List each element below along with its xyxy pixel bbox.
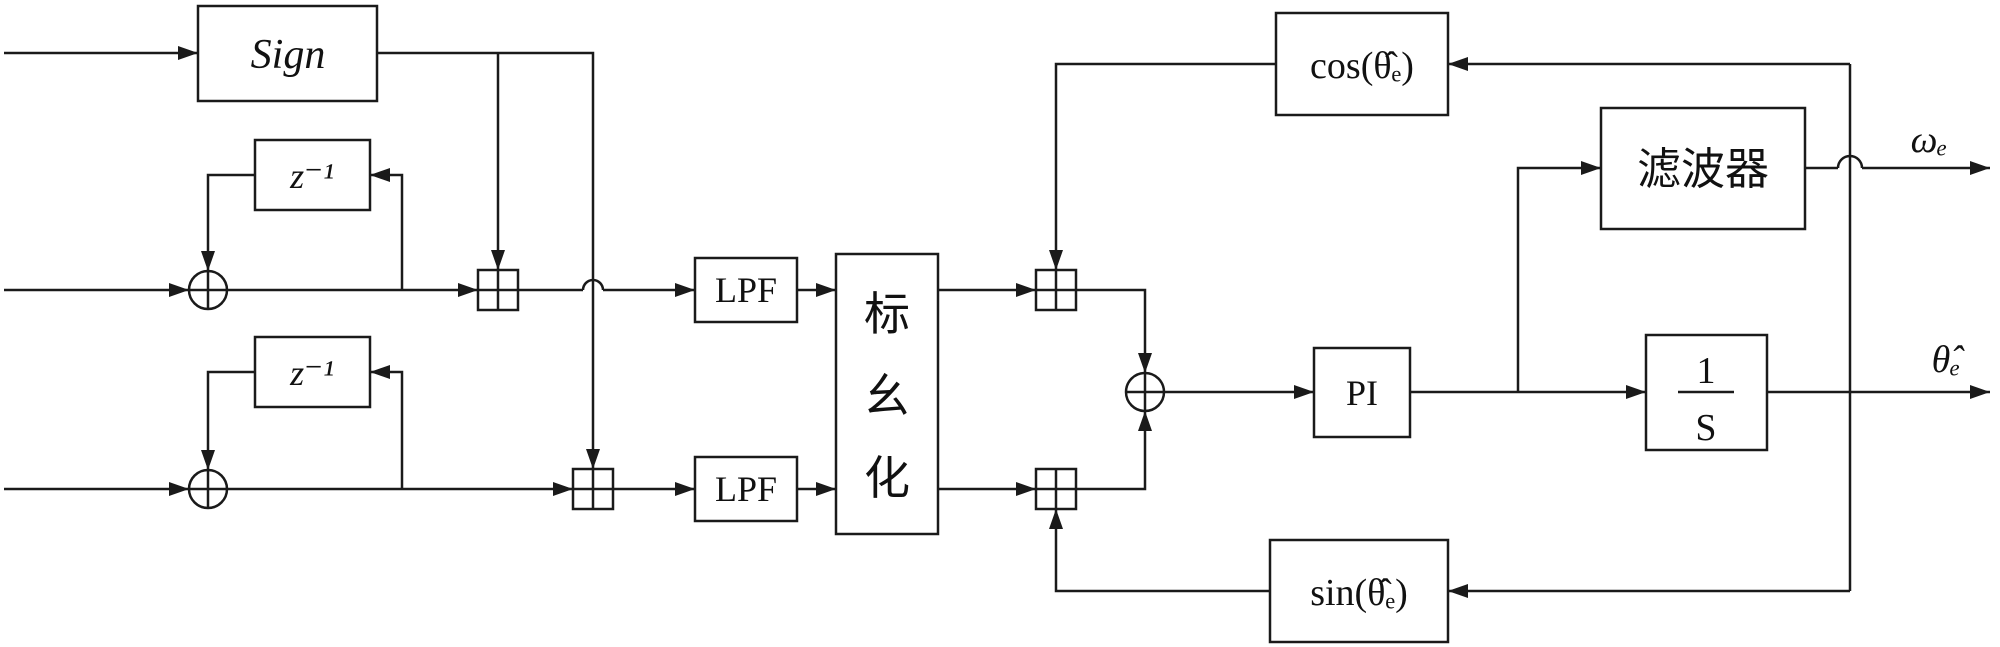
wire-acc-bottom-feedback-out	[206, 370, 255, 470]
arrow-cos-into-mult	[1049, 250, 1063, 270]
multiplier-bottom-left	[571, 467, 615, 511]
wire-branch-to-filter	[1516, 166, 1601, 392]
arrow-into-sum-bottom-left	[169, 482, 189, 496]
arrow-delay-top-to-sum	[201, 251, 215, 271]
arrowheads	[169, 46, 1990, 598]
arrow-theta-output	[1970, 385, 1990, 399]
wire-sin-out	[1054, 509, 1270, 593]
integrator-fraction: 1 S	[1678, 350, 1734, 449]
crossover-hop-top	[581, 278, 605, 291]
wire-mult-tr-to-sum	[1076, 288, 1147, 373]
arrow-into-pi	[1294, 385, 1314, 399]
arrow-sign-into-mult-bottom	[586, 449, 600, 469]
delay-bottom-block	[253, 335, 372, 409]
sin-label: sin(θ̂ₑ)	[1310, 572, 1408, 614]
sin-block	[1268, 538, 1450, 644]
wire-cos-out	[1054, 62, 1276, 270]
arrow-into-normalize-bottom	[816, 482, 836, 496]
arrow-into-mult-bottom-left	[553, 482, 573, 496]
filter-label: 滤波器	[1637, 145, 1769, 194]
arrow-into-mult-top-left	[458, 283, 478, 297]
pi-block	[1312, 346, 1412, 439]
arrow-sin-into-mult	[1049, 509, 1063, 529]
arrow-into-sum-top-left	[169, 283, 189, 297]
delay-top-block	[253, 138, 372, 212]
multiplier-bottom-right	[1034, 467, 1078, 511]
arrow-delay-bottom-to-sum	[201, 450, 215, 470]
delay-top-label: z⁻¹	[289, 156, 334, 196]
normalize-label-line3: 化	[864, 452, 910, 504]
arrow-into-filter	[1581, 161, 1601, 175]
cos-label: cos(θ̂ₑ)	[1310, 45, 1414, 87]
wire-acc-bottom-feedback-in	[370, 370, 404, 489]
arrow-into-normalize-top	[816, 283, 836, 297]
normalize-label-line1: 标	[864, 288, 910, 340]
arrow-into-sin	[1448, 584, 1468, 598]
sum-junction-error	[1124, 371, 1166, 413]
delay-bottom-label: z⁻¹	[289, 353, 334, 393]
multiplier-top-right	[1034, 268, 1078, 312]
lpf-bottom-block	[693, 455, 799, 523]
arrow-into-sign	[178, 46, 198, 60]
omega-output-label: ωₑ	[1911, 119, 1948, 161]
multiplier-top-left	[476, 268, 520, 312]
integrator-denominator: S	[1695, 407, 1716, 449]
wire-sign-output	[377, 51, 595, 469]
wire-mult-br-to-sum	[1076, 411, 1147, 491]
lpf-top-block	[693, 256, 799, 324]
arrow-sign-into-mult-top	[491, 250, 505, 270]
wire-acc-top-feedback-out	[206, 173, 255, 271]
sum-junction-top-left	[187, 269, 229, 311]
arrow-into-delay-bottom	[370, 365, 390, 379]
arrow-into-mult-top-right	[1016, 283, 1036, 297]
normalize-block	[834, 252, 940, 536]
sign-block	[196, 4, 379, 103]
lpf-top-label: LPF	[715, 270, 777, 310]
arrow-into-lpf-bottom	[675, 482, 695, 496]
sum-junction-bottom-left	[187, 468, 229, 510]
pi-label: PI	[1346, 373, 1378, 413]
arrow-into-cos	[1448, 57, 1468, 71]
arrow-into-delay-top	[370, 168, 390, 182]
arrow-into-lpf-top	[675, 283, 695, 297]
filter-block	[1599, 106, 1807, 231]
normalize-label-line2: 幺	[864, 370, 910, 422]
theta-output-label: θ̂ₑ	[1932, 339, 1966, 381]
arrow-into-mult-bottom-right	[1016, 482, 1036, 496]
integrator-numerator: 1	[1697, 350, 1716, 392]
arrow-mult-tr-into-sum	[1138, 353, 1152, 373]
lpf-bottom-label: LPF	[715, 469, 777, 509]
arrow-into-integrator	[1626, 385, 1646, 399]
arrow-omega-output	[1970, 161, 1990, 175]
sign-label: Sign	[251, 32, 326, 78]
arrow-mult-br-into-sum	[1138, 411, 1152, 431]
cos-block	[1274, 11, 1450, 117]
wire-acc-top-feedback-in	[370, 173, 404, 290]
